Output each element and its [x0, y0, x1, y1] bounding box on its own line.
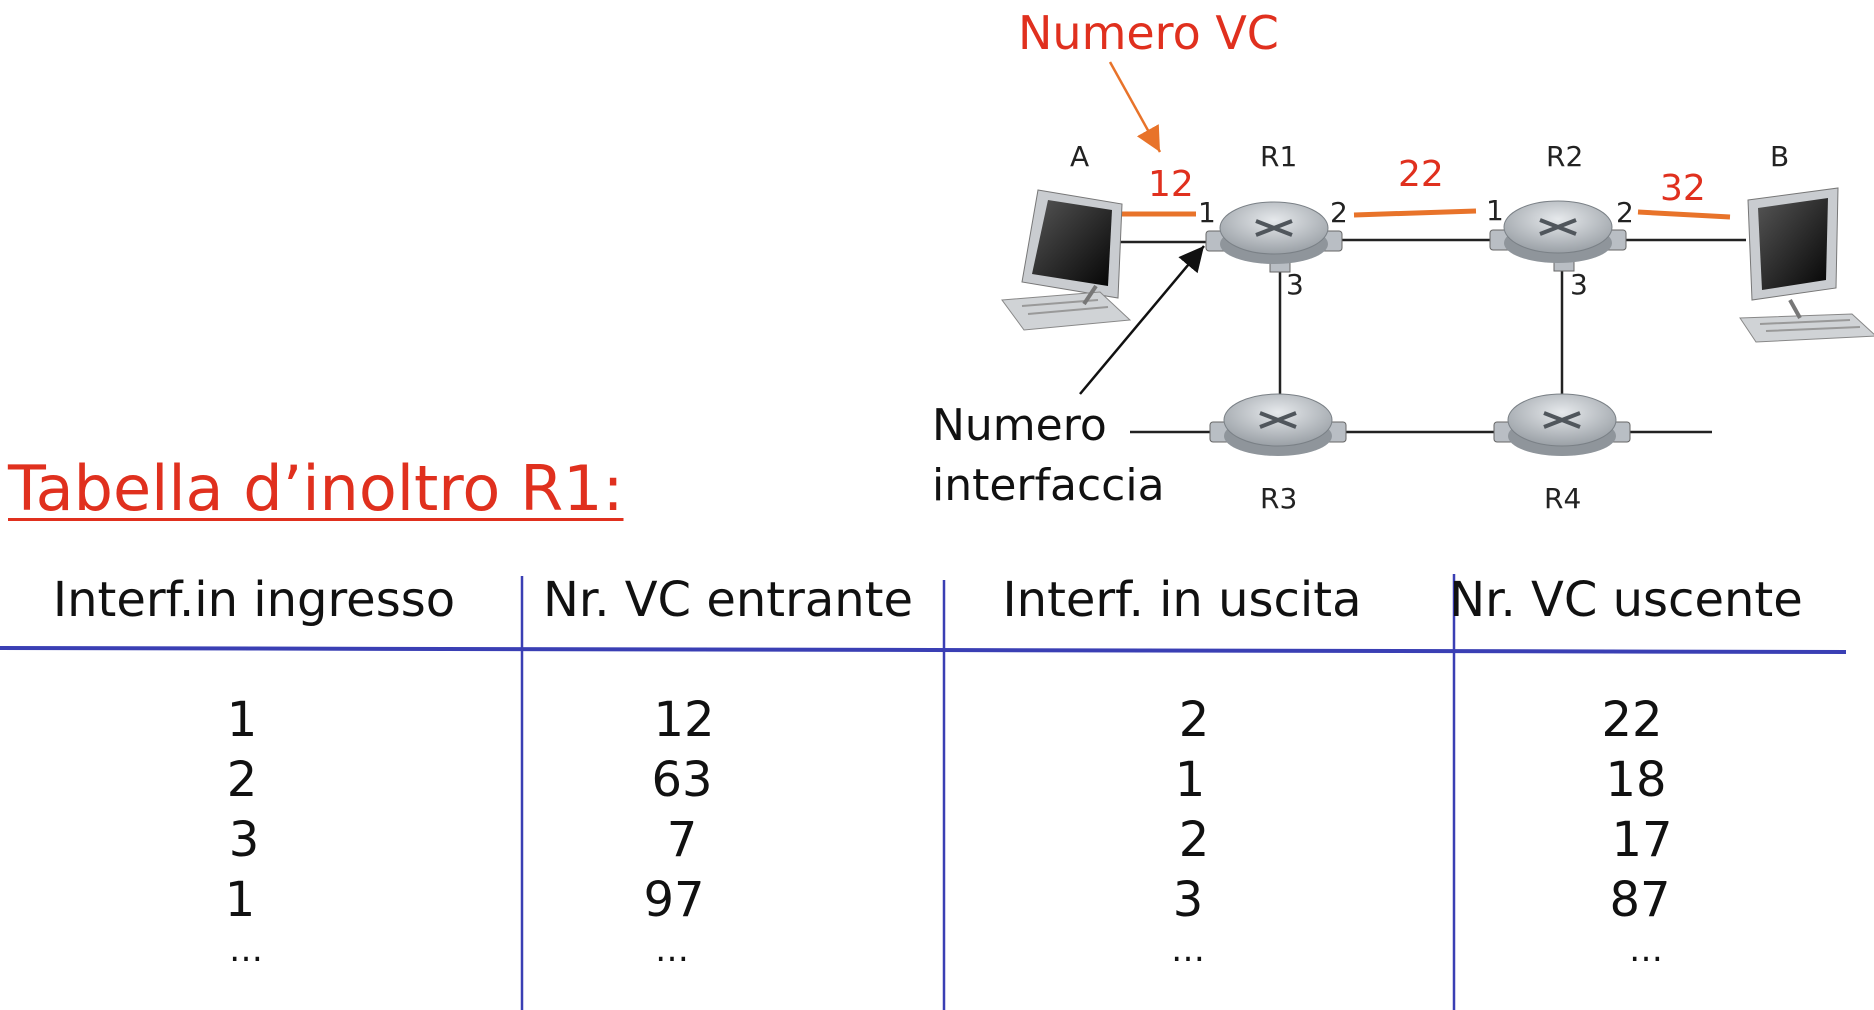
host-label-b: B: [1770, 140, 1790, 173]
table-cell: 12: [653, 692, 715, 748]
network-links: [1120, 238, 1746, 434]
col-header-out-vc: Nr. VC uscente: [1449, 572, 1803, 628]
interface-number-label-line1: Numero: [932, 400, 1107, 451]
vc-label-r1-r2: 22: [1398, 154, 1444, 195]
table-cell: …: [1629, 930, 1663, 970]
table-cell: 3: [1172, 872, 1204, 928]
host-label-a: A: [1070, 140, 1090, 173]
table-cell: 18: [1605, 752, 1667, 808]
page-title: Tabella d’inoltro R1:: [8, 452, 624, 525]
table-cell: 1: [224, 872, 256, 928]
table-cell: 1: [1174, 752, 1206, 808]
r1-interface-3: 3: [1286, 268, 1304, 301]
r1-interface-2: 2: [1330, 196, 1348, 229]
r2-interface-3: 3: [1570, 268, 1588, 301]
vc-label-r2-b: 32: [1660, 168, 1706, 209]
col-header-out-interface: Interf. in uscita: [1002, 572, 1362, 628]
table-cell: …: [655, 930, 689, 970]
router-label-r2: R2: [1546, 140, 1584, 173]
col-header-in-interface: Interf.in ingresso: [52, 572, 456, 628]
vc-pointer-arrow: [1108, 61, 1162, 153]
interface-number-label: Numero interfaccia: [932, 396, 1165, 516]
r2-interface-1: 1: [1486, 194, 1504, 227]
table-cell: 1: [226, 692, 258, 748]
router-label-r1: R1: [1260, 140, 1298, 173]
table-cell: 97: [643, 872, 705, 928]
table-rules: [0, 574, 1847, 1010]
router-r2: [1489, 200, 1627, 272]
table-cell: …: [1171, 930, 1205, 970]
table-cell: 7: [666, 812, 698, 868]
router-label-r3: R3: [1260, 482, 1298, 515]
table-cell: 17: [1611, 812, 1673, 868]
r1-interface-1: 1: [1198, 196, 1216, 229]
vc-label-a-r1: 12: [1148, 164, 1194, 205]
vc-number-label: Numero VC: [1018, 6, 1279, 60]
table-cell: …: [229, 930, 263, 970]
table-cell: 2: [1178, 692, 1210, 748]
computer-icon-a: [1001, 189, 1132, 331]
router-r4: [1493, 393, 1631, 456]
router-r1: [1205, 201, 1343, 273]
table-cell: 87: [1609, 872, 1671, 928]
interface-pointer-arrow: [1079, 245, 1205, 395]
table-cell: 2: [226, 752, 258, 808]
computer-icon-b: [1739, 187, 1874, 343]
router-label-r4: R4: [1544, 482, 1582, 515]
table-cell: 63: [651, 752, 713, 808]
table-cell: 22: [1601, 692, 1663, 748]
vc-links: [1122, 208, 1731, 220]
table-cell: 3: [228, 812, 260, 868]
table-cell: 2: [1178, 812, 1210, 868]
interface-number-label-line2: interfaccia: [932, 460, 1165, 511]
col-header-in-vc: Nr. VC entrante: [542, 572, 914, 628]
r2-interface-2: 2: [1616, 196, 1634, 229]
router-r3: [1209, 393, 1347, 456]
